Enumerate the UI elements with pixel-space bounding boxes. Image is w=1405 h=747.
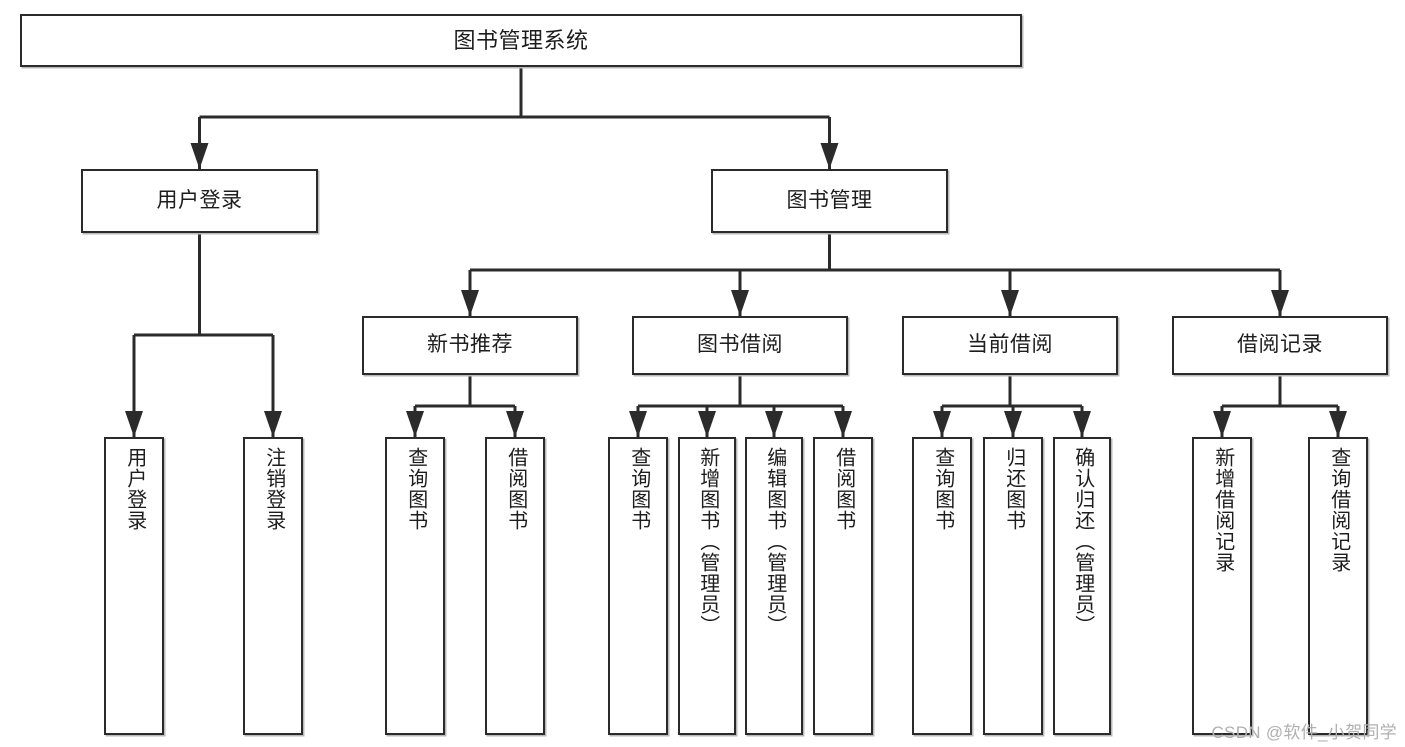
leaf-new-book-recommend-arrow-1 (506, 411, 524, 437)
node-book-management[interactable]: 图书管理 (711, 169, 948, 233)
node-label-leaf-add-book-admin: 新增图书（管理员） (696, 447, 719, 636)
node-root[interactable]: 图书管理系统 (20, 14, 1022, 67)
csdn-watermark: CSDN @软件_小贺同学 (1211, 723, 1397, 742)
bookmgmt-arrow-1 (731, 290, 749, 316)
leaf-current-borrow-arrow-2 (1073, 411, 1091, 437)
node-leaf-borrow-book-recommend[interactable]: 借阅图书 (485, 437, 545, 735)
leaf-book-borrow-arrow-0 (629, 411, 647, 437)
node-label-leaf-borrow-book: 借阅图书 (832, 447, 855, 531)
leaf-current-borrow-arrow-0 (933, 411, 951, 437)
node-current-borrow[interactable]: 当前借阅 (902, 316, 1118, 375)
node-label-root: 图书管理系统 (453, 27, 589, 53)
node-label-borrow-record: 借阅记录 (1237, 333, 1323, 357)
node-label-user-login: 用户登录 (156, 188, 243, 212)
node-label-leaf-add-borrow-record: 新增借阅记录 (1211, 447, 1234, 573)
leaf-user-login-arrow-1 (264, 411, 282, 437)
node-label-leaf-query-book-borrow: 查询图书 (627, 447, 650, 531)
leaf-new-book-recommend-arrow-0 (406, 411, 424, 437)
root-arrow-1 (820, 143, 839, 169)
node-borrow-record[interactable]: 借阅记录 (1172, 316, 1388, 375)
leaf-book-borrow-arrow-1 (698, 411, 716, 437)
root-arrow-0 (190, 143, 209, 169)
leaf-book-borrow-arrow-3 (834, 411, 852, 437)
node-label-leaf-borrow-book-recommend: 借阅图书 (504, 447, 527, 531)
node-label-leaf-query-book-recommend: 查询图书 (404, 447, 427, 531)
bookmgmt-arrow-0 (461, 290, 479, 316)
node-user-login[interactable]: 用户登录 (81, 169, 318, 233)
node-book-borrow[interactable]: 图书借阅 (632, 316, 848, 375)
node-leaf-borrow-book[interactable]: 借阅图书 (813, 437, 873, 735)
node-label-new-book-recommend: 新书推荐 (427, 333, 513, 357)
bookmgmt-arrow-2 (1001, 290, 1019, 316)
leaf-borrow-record-arrow-0 (1213, 411, 1231, 437)
node-label-current-borrow: 当前借阅 (967, 333, 1053, 357)
node-label-leaf-user-login: 用户登录 (123, 447, 146, 531)
node-leaf-user-logout[interactable]: 注销登录 (243, 437, 303, 735)
node-leaf-query-book-borrow[interactable]: 查询图书 (608, 437, 668, 735)
node-leaf-query-borrow-record[interactable]: 查询借阅记录 (1308, 437, 1368, 735)
node-label-leaf-query-borrow-record: 查询借阅记录 (1327, 447, 1350, 573)
node-label-book-borrow: 图书借阅 (697, 333, 783, 357)
leaf-current-borrow-arrow-1 (1004, 411, 1022, 437)
leaf-user-login-arrow-0 (125, 411, 143, 437)
node-new-book-recommend[interactable]: 新书推荐 (362, 316, 578, 375)
node-leaf-add-borrow-record[interactable]: 新增借阅记录 (1192, 437, 1252, 735)
node-leaf-query-book-recommend[interactable]: 查询图书 (385, 437, 445, 735)
leaf-book-borrow-arrow-2 (765, 411, 783, 437)
node-label-leaf-user-logout: 注销登录 (262, 447, 285, 531)
node-leaf-user-login[interactable]: 用户登录 (104, 437, 164, 735)
node-leaf-confirm-return-admin[interactable]: 确认归还（管理员） (1053, 437, 1111, 735)
node-leaf-add-book-admin[interactable]: 新增图书（管理员） (678, 437, 736, 735)
node-label-leaf-confirm-return-admin: 确认归还（管理员） (1071, 447, 1094, 636)
leaf-borrow-record-arrow-1 (1329, 411, 1347, 437)
node-leaf-edit-book-admin[interactable]: 编辑图书（管理员） (745, 437, 803, 735)
node-leaf-return-book[interactable]: 归还图书 (983, 437, 1043, 735)
node-label-book-management: 图书管理 (786, 188, 873, 212)
node-label-leaf-return-book: 归还图书 (1002, 447, 1025, 531)
bookmgmt-arrow-3 (1271, 290, 1289, 316)
node-label-leaf-query-book-current: 查询图书 (931, 447, 954, 531)
node-leaf-query-book-current[interactable]: 查询图书 (912, 437, 972, 735)
node-label-leaf-edit-book-admin: 编辑图书（管理员） (763, 447, 786, 636)
